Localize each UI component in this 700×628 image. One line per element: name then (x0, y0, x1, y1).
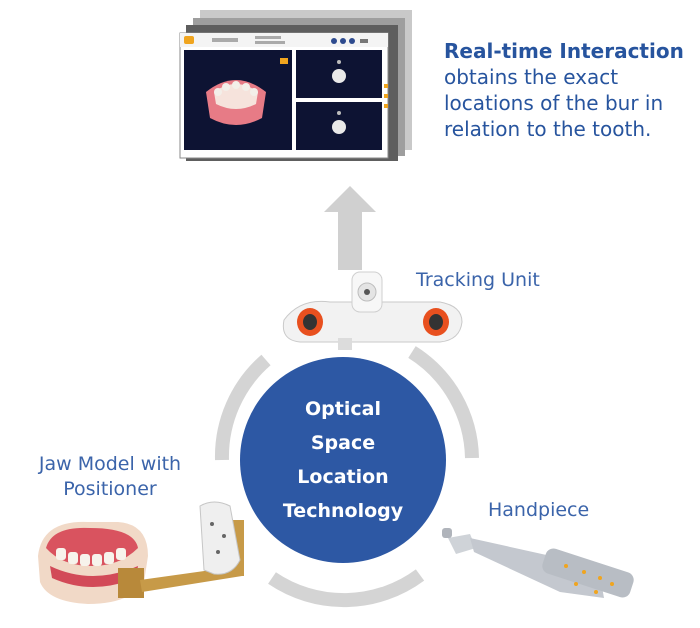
headline-line-3: relation to the tooth. (444, 117, 652, 141)
headline-block: Real-time Interaction obtains the exact … (444, 38, 694, 142)
label-jaw-model: Jaw Model with Positioner (20, 452, 200, 502)
label-jaw-line-2: Positioner (63, 478, 157, 500)
label-jaw-line-1: Jaw Model with (38, 453, 182, 475)
jaw-model (38, 501, 244, 604)
headline-line-2: locations of the bur in (444, 91, 664, 115)
label-handpiece: Handpiece (488, 499, 590, 521)
headline-line-1: obtains the exact (444, 65, 619, 89)
software-monitor (179, 10, 412, 161)
tracking-camera (282, 271, 463, 350)
center-line-1: Optical (305, 398, 381, 420)
cycle-ring (214, 346, 479, 608)
headline-title: Real-time Interaction (444, 39, 684, 63)
label-tracking-unit: Tracking Unit (416, 269, 540, 291)
center-title: Optical Space Location Technology (230, 392, 456, 528)
arrow-up-icon (324, 186, 376, 270)
center-line-4: Technology (282, 500, 404, 522)
handpiece-drill (442, 528, 634, 598)
center-line-3: Location (297, 466, 389, 488)
center-circle (240, 357, 446, 563)
center-line-2: Space (310, 432, 376, 454)
